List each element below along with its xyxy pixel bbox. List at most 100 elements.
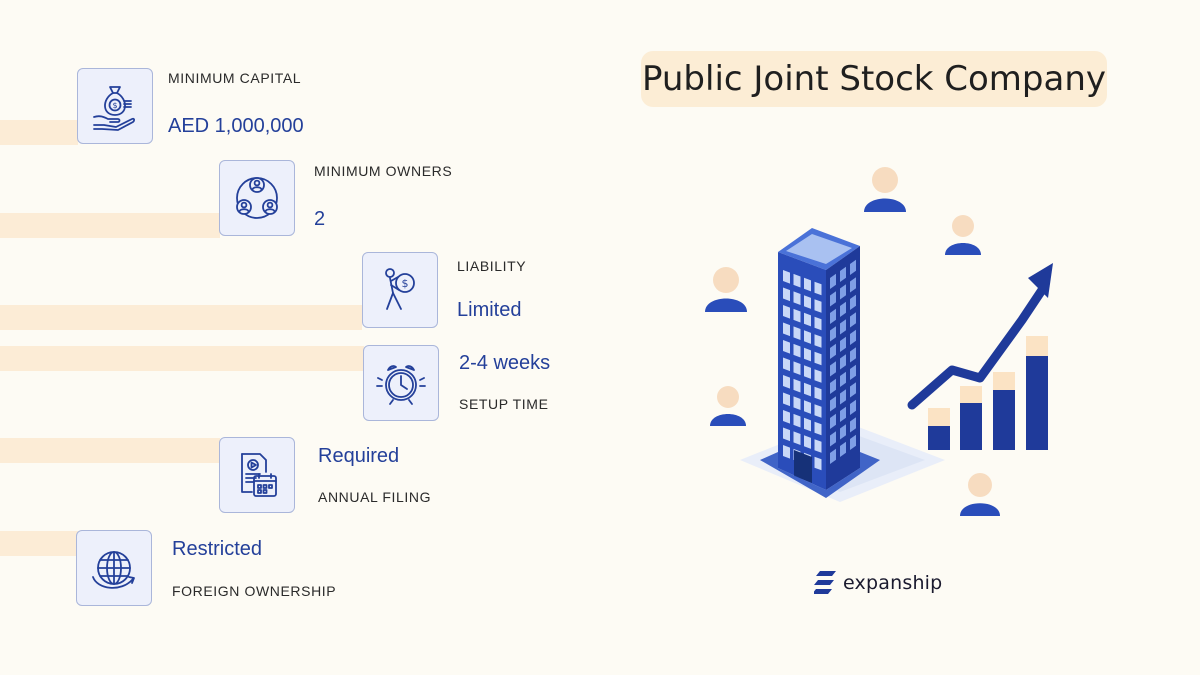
window	[783, 427, 790, 442]
window	[793, 291, 801, 305]
decor-bar	[0, 346, 364, 371]
setup-time-icon-box	[363, 345, 439, 421]
window	[804, 400, 811, 414]
window	[840, 336, 846, 352]
window	[840, 424, 846, 440]
window	[793, 308, 801, 323]
owners-network-icon	[236, 177, 278, 219]
window	[840, 371, 846, 387]
window	[804, 330, 811, 344]
brand-name: expanship	[843, 572, 943, 594]
growth-bars	[928, 336, 1048, 450]
window	[814, 386, 822, 401]
setup-time-label: SETUP TIME	[459, 396, 549, 412]
window	[850, 364, 856, 380]
foreign-ownership-label: FOREIGN OWNERSHIP	[172, 583, 337, 599]
window	[793, 396, 801, 410]
window	[840, 441, 846, 457]
window	[793, 326, 801, 340]
svg-text:$: $	[112, 101, 117, 110]
window	[783, 410, 790, 424]
window	[793, 273, 801, 288]
setup-time-value: 2-4 weeks	[459, 352, 551, 374]
window	[830, 361, 836, 377]
window	[840, 406, 846, 422]
window	[830, 343, 836, 359]
minimum-capital-value: AED 1,000,000	[168, 115, 304, 137]
window	[850, 259, 856, 275]
window	[850, 294, 856, 310]
money-bag-hand-icon: $	[93, 86, 135, 131]
window	[850, 382, 856, 398]
decor-bar	[0, 305, 362, 330]
globe-icon	[92, 551, 135, 589]
person-icon	[945, 215, 981, 255]
window	[850, 329, 856, 345]
svg-text:$: $	[402, 277, 409, 290]
window	[804, 295, 811, 309]
window	[804, 417, 811, 432]
window	[783, 305, 790, 319]
window	[850, 347, 856, 363]
window	[814, 316, 822, 331]
window	[814, 421, 822, 436]
window	[804, 365, 811, 379]
person-icon	[960, 473, 1000, 516]
window	[814, 351, 822, 366]
window	[850, 277, 856, 293]
minimum-capital-icon-box: $	[77, 68, 153, 144]
window	[804, 347, 811, 362]
window	[793, 413, 801, 428]
window	[840, 354, 846, 370]
expanship-logo-icon	[814, 571, 836, 594]
foreign-ownership-value: Restricted	[172, 538, 263, 560]
window	[783, 357, 790, 372]
window	[814, 456, 822, 471]
minimum-owners-icon-box	[219, 160, 295, 236]
window	[814, 439, 822, 453]
window	[830, 273, 836, 289]
window	[783, 340, 790, 354]
decor-bar	[0, 531, 78, 556]
decor-bar	[0, 120, 78, 145]
window	[850, 399, 856, 415]
window	[830, 326, 836, 342]
window	[830, 396, 836, 412]
building-growth-illustration	[705, 167, 1053, 516]
window	[830, 413, 836, 429]
window	[840, 319, 846, 335]
growth-arrow	[907, 263, 1053, 410]
window	[793, 431, 801, 445]
window	[783, 392, 790, 407]
minimum-capital-label: MINIMUM CAPITAL	[168, 70, 302, 86]
window	[783, 287, 790, 302]
brand-logo: expanship	[814, 570, 942, 596]
window	[840, 301, 846, 317]
person-carrying-coin-icon: $	[385, 268, 415, 310]
window	[840, 266, 846, 282]
window	[814, 281, 822, 296]
window	[840, 389, 846, 405]
annual-filing-value: Required	[318, 445, 400, 467]
annual-filing-icon-box	[219, 437, 295, 513]
window	[783, 445, 790, 459]
window	[804, 312, 811, 327]
person-icon	[864, 167, 906, 212]
window	[830, 308, 836, 324]
foreign-ownership-icon-box	[76, 530, 152, 606]
window	[793, 343, 801, 358]
title-pill: Public Joint Stock Company	[641, 51, 1107, 107]
window	[783, 375, 790, 389]
window	[814, 404, 822, 418]
person-icon	[705, 267, 747, 312]
window	[804, 382, 811, 397]
document-calendar-icon	[241, 453, 277, 497]
window	[850, 417, 856, 433]
window	[830, 431, 836, 447]
window	[814, 334, 822, 348]
decor-bar	[0, 438, 220, 463]
liability-value: Limited	[457, 299, 522, 321]
window	[793, 361, 801, 375]
window	[850, 434, 856, 450]
window	[783, 270, 790, 284]
